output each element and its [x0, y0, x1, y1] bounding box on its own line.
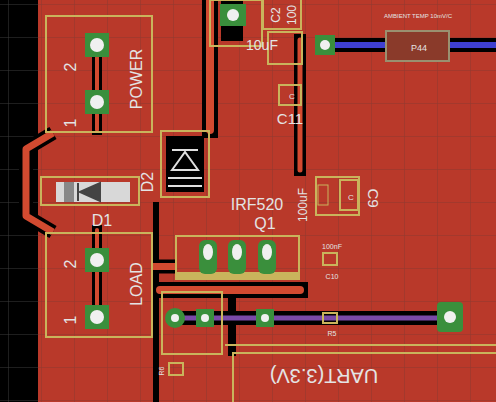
- grid-overlay: [38, 0, 496, 402]
- diode-symbol: [166, 136, 204, 192]
- part-label: POWER: [129, 49, 145, 109]
- diode-outline: D2: [160, 130, 210, 198]
- transistor-pad: [175, 240, 300, 280]
- copper-trace: [153, 263, 175, 270]
- part-label: C: [348, 194, 354, 202]
- connector-outline: 2 1 POWER: [45, 15, 153, 133]
- capacitor-outline: CC9: [315, 176, 360, 216]
- value-label: 10uF: [246, 38, 278, 52]
- bottom-trace: [175, 45, 496, 318]
- part-label: Q1: [254, 216, 275, 232]
- diode-outline: D1: [40, 176, 140, 206]
- capacitor-pad: [210, 0, 302, 64]
- silk-outline: [162, 292, 496, 354]
- sensor-pad: P44: [385, 30, 450, 62]
- copper-trace: [97, 0, 300, 317]
- part-label: LOAD: [129, 262, 145, 306]
- capacitor-pad: [318, 180, 358, 210]
- part-label: 1: [63, 119, 79, 128]
- pin-number: 2: [63, 63, 79, 72]
- resistor-outline: R5: [322, 312, 338, 324]
- part-label: R6: [158, 367, 165, 376]
- resistor-outline: R6: [168, 362, 184, 376]
- part-label: 1: [63, 316, 79, 325]
- capacitor-outline: 100nFC10: [322, 252, 338, 266]
- part-label: 100: [286, 5, 298, 25]
- part-label: UART(3.3V): [270, 366, 379, 386]
- part-label: 100nF: [322, 243, 342, 250]
- part-label: P44: [411, 44, 427, 53]
- part-label: C10: [326, 273, 339, 280]
- part-label: IRF520: [231, 197, 283, 213]
- part-label: D1: [92, 213, 112, 229]
- pin-number: 2: [63, 260, 79, 269]
- diode-symbol: [56, 182, 130, 202]
- part-label: C2: [270, 7, 282, 22]
- part-label: D2: [140, 172, 156, 192]
- transistor-outline: IRF520Q1: [175, 235, 300, 280]
- header-outline: UART(3.3V): [232, 352, 496, 402]
- value-label: AMBIENT TEMP 10mV/C: [384, 13, 452, 19]
- clearance-gaps: [97, 0, 496, 402]
- connector-outline: 2 1 LOAD: [45, 232, 153, 338]
- part-label: C9: [366, 188, 381, 207]
- capacitor-outline: CC11: [278, 84, 302, 106]
- part-label: C11: [277, 111, 303, 126]
- copper-pour: [38, 0, 496, 402]
- part-label: R5: [328, 330, 337, 337]
- part-label: C: [289, 93, 295, 101]
- capacitor-outline: C2 100: [262, 0, 302, 30]
- connector-pad: [85, 33, 109, 329]
- value-label: 100uF: [297, 188, 309, 222]
- trace-clearance: [153, 260, 175, 274]
